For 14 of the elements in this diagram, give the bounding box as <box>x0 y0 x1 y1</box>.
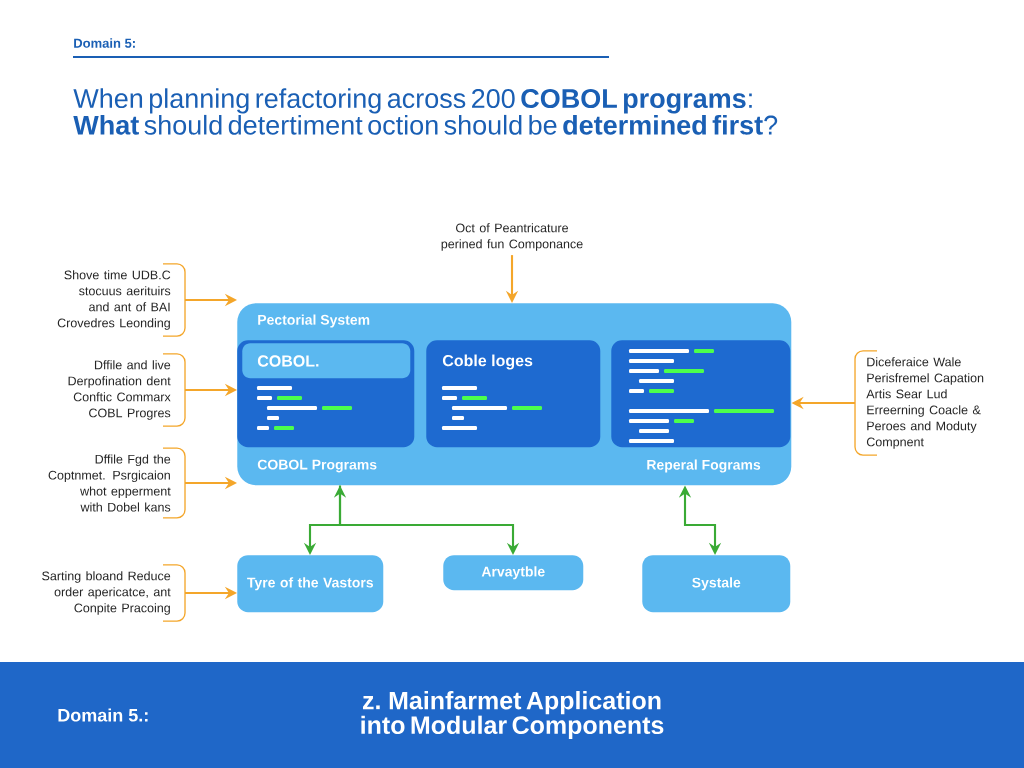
header-label: Domain 5: <box>74 38 135 48</box>
code-panel: Coble loges <box>426 340 601 448</box>
bracket-note: Shove time UDB.C stocuus aerituirs and ant of BAI Crovedres Leonding <box>57 263 186 337</box>
caption: z. Mainfarmet Application into Modular Components <box>361 691 664 739</box>
component-box: Arvaytble <box>443 555 584 591</box>
bracket-note: Dffile and live Derpofination dent Conftic Commarx COBL Progres <box>68 353 186 427</box>
bracket-note: Dffile Fgd the Coptnmet. Psrgicaion whot epperment with Dobel kans <box>48 447 186 519</box>
component-box: Systale <box>642 555 791 613</box>
title: When planning refactoring across 200 COBOL programs: What should detertiment oction should be determined first? <box>73 88 778 135</box>
bracket-note: Sarting bloand Reduce order apericatce, ant Conpite Pracoing <box>42 564 186 622</box>
component-box: Tyre of the Vastors <box>237 555 384 613</box>
code-panel: COBOL. <box>237 340 415 448</box>
bracket-note: Diceferaice Wale Perisfremel Capation Artis Sear Lud Erreerning Coacle & Peroes and Moduty Compnent <box>854 350 984 456</box>
note-text: Oct of Peantricature perined fun Componance <box>441 223 583 251</box>
